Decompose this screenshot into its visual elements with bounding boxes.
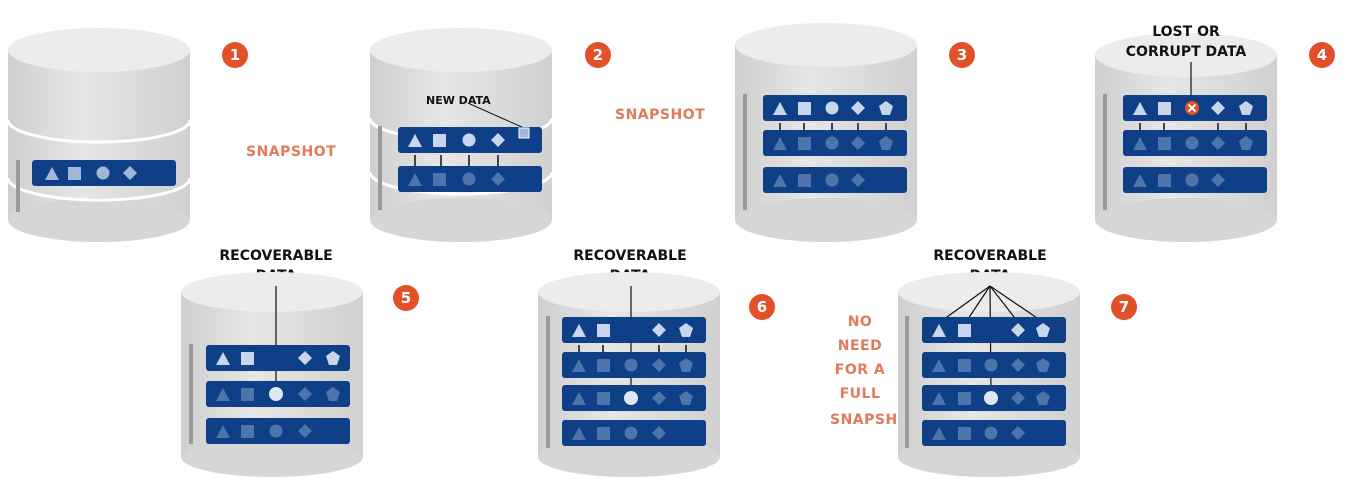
data-bar — [922, 420, 1066, 446]
data-bar — [763, 130, 907, 156]
data-bar — [206, 381, 350, 407]
svg-text:NEED: NEED — [838, 338, 882, 354]
data-bar — [922, 352, 1066, 378]
step-number-badge: 4 — [1309, 42, 1335, 68]
data-bar — [763, 167, 907, 193]
svg-text:7: 7 — [1119, 298, 1129, 316]
step-number-badge: 7 — [1111, 294, 1137, 320]
data-bar — [32, 160, 176, 186]
recoverable-callout-line1: RECOVERABLE — [219, 248, 332, 264]
bracket — [16, 160, 20, 212]
lost-data-callout-line1: LOST OR — [1152, 24, 1220, 40]
step-number-badge: 3 — [949, 42, 975, 68]
data-bar — [562, 420, 706, 446]
svg-text:2: 2 — [593, 46, 603, 64]
snapshot-label: SNAPSHOT — [615, 107, 705, 123]
svg-text:4: 4 — [1317, 46, 1327, 64]
pointer-arrows — [414, 155, 499, 166]
recovered-item — [984, 391, 998, 405]
svg-text:6: 6 — [757, 298, 767, 316]
step-6: RECOVERABLE DATA — [538, 248, 775, 477]
no-need-note: NO NEED FOR A FULL SNAPSHOT — [830, 314, 920, 428]
step-4: LOST OR CORRUPT DATA — [1095, 24, 1335, 242]
step-number-badge: 5 — [393, 285, 419, 311]
step-3: SNAPSHOT — [615, 23, 975, 242]
recoverable-callout-line1: RECOVERABLE — [573, 248, 686, 264]
step-7: RECOVERABLE DATA NO NEED FOR A FULL SNAP… — [830, 248, 1137, 477]
database-cylinder — [181, 272, 363, 477]
data-bar-latest — [206, 345, 350, 371]
data-bar — [206, 418, 350, 444]
svg-text:FULL: FULL — [840, 386, 881, 402]
data-bar — [562, 385, 706, 411]
bracket — [905, 316, 909, 448]
recovered-item — [624, 391, 638, 405]
step-1: 1 — [6, 28, 248, 242]
pointer-arrows — [779, 123, 887, 131]
data-bar — [1123, 130, 1267, 156]
bracket — [378, 126, 382, 210]
data-bar-new — [398, 127, 542, 153]
new-data-callout: NEW DATA — [426, 94, 491, 107]
data-bar — [398, 166, 542, 192]
data-bar-latest — [922, 317, 1066, 343]
data-bar — [562, 352, 706, 378]
bracket — [546, 316, 550, 448]
pointer-arrows — [578, 345, 687, 353]
data-bar — [1123, 167, 1267, 193]
svg-text:5: 5 — [401, 289, 411, 307]
database-cylinder — [6, 28, 192, 242]
svg-text:NO: NO — [848, 314, 873, 330]
bracket — [1103, 94, 1107, 210]
snapshot-label: SNAPSHOT — [246, 144, 336, 160]
step-2: SNAPSHOT NEW DATA — [246, 28, 611, 242]
error-icon — [1185, 101, 1199, 115]
lost-data-callout-line2: CORRUPT DATA — [1126, 44, 1247, 60]
svg-text:SNAPSHOT: SNAPSHOT — [830, 412, 920, 428]
svg-text:1: 1 — [230, 46, 240, 64]
step-number-badge: 2 — [585, 42, 611, 68]
svg-text:FOR A: FOR A — [835, 362, 885, 378]
step-number-badge: 6 — [749, 294, 775, 320]
svg-text:3: 3 — [957, 46, 967, 64]
data-bar-latest — [562, 317, 706, 343]
step-number-badge: 1 — [222, 42, 248, 68]
bracket — [743, 94, 747, 210]
data-bar-latest — [763, 95, 907, 121]
recovered-item — [269, 387, 283, 401]
step-5: RECOVERABLE DATA — [181, 248, 419, 477]
bracket — [189, 344, 193, 444]
pointer-arrows — [1139, 123, 1247, 131]
data-bar — [922, 385, 1066, 411]
recoverable-callout-line1: RECOVERABLE — [933, 248, 1046, 264]
data-bar-latest — [1123, 95, 1267, 121]
